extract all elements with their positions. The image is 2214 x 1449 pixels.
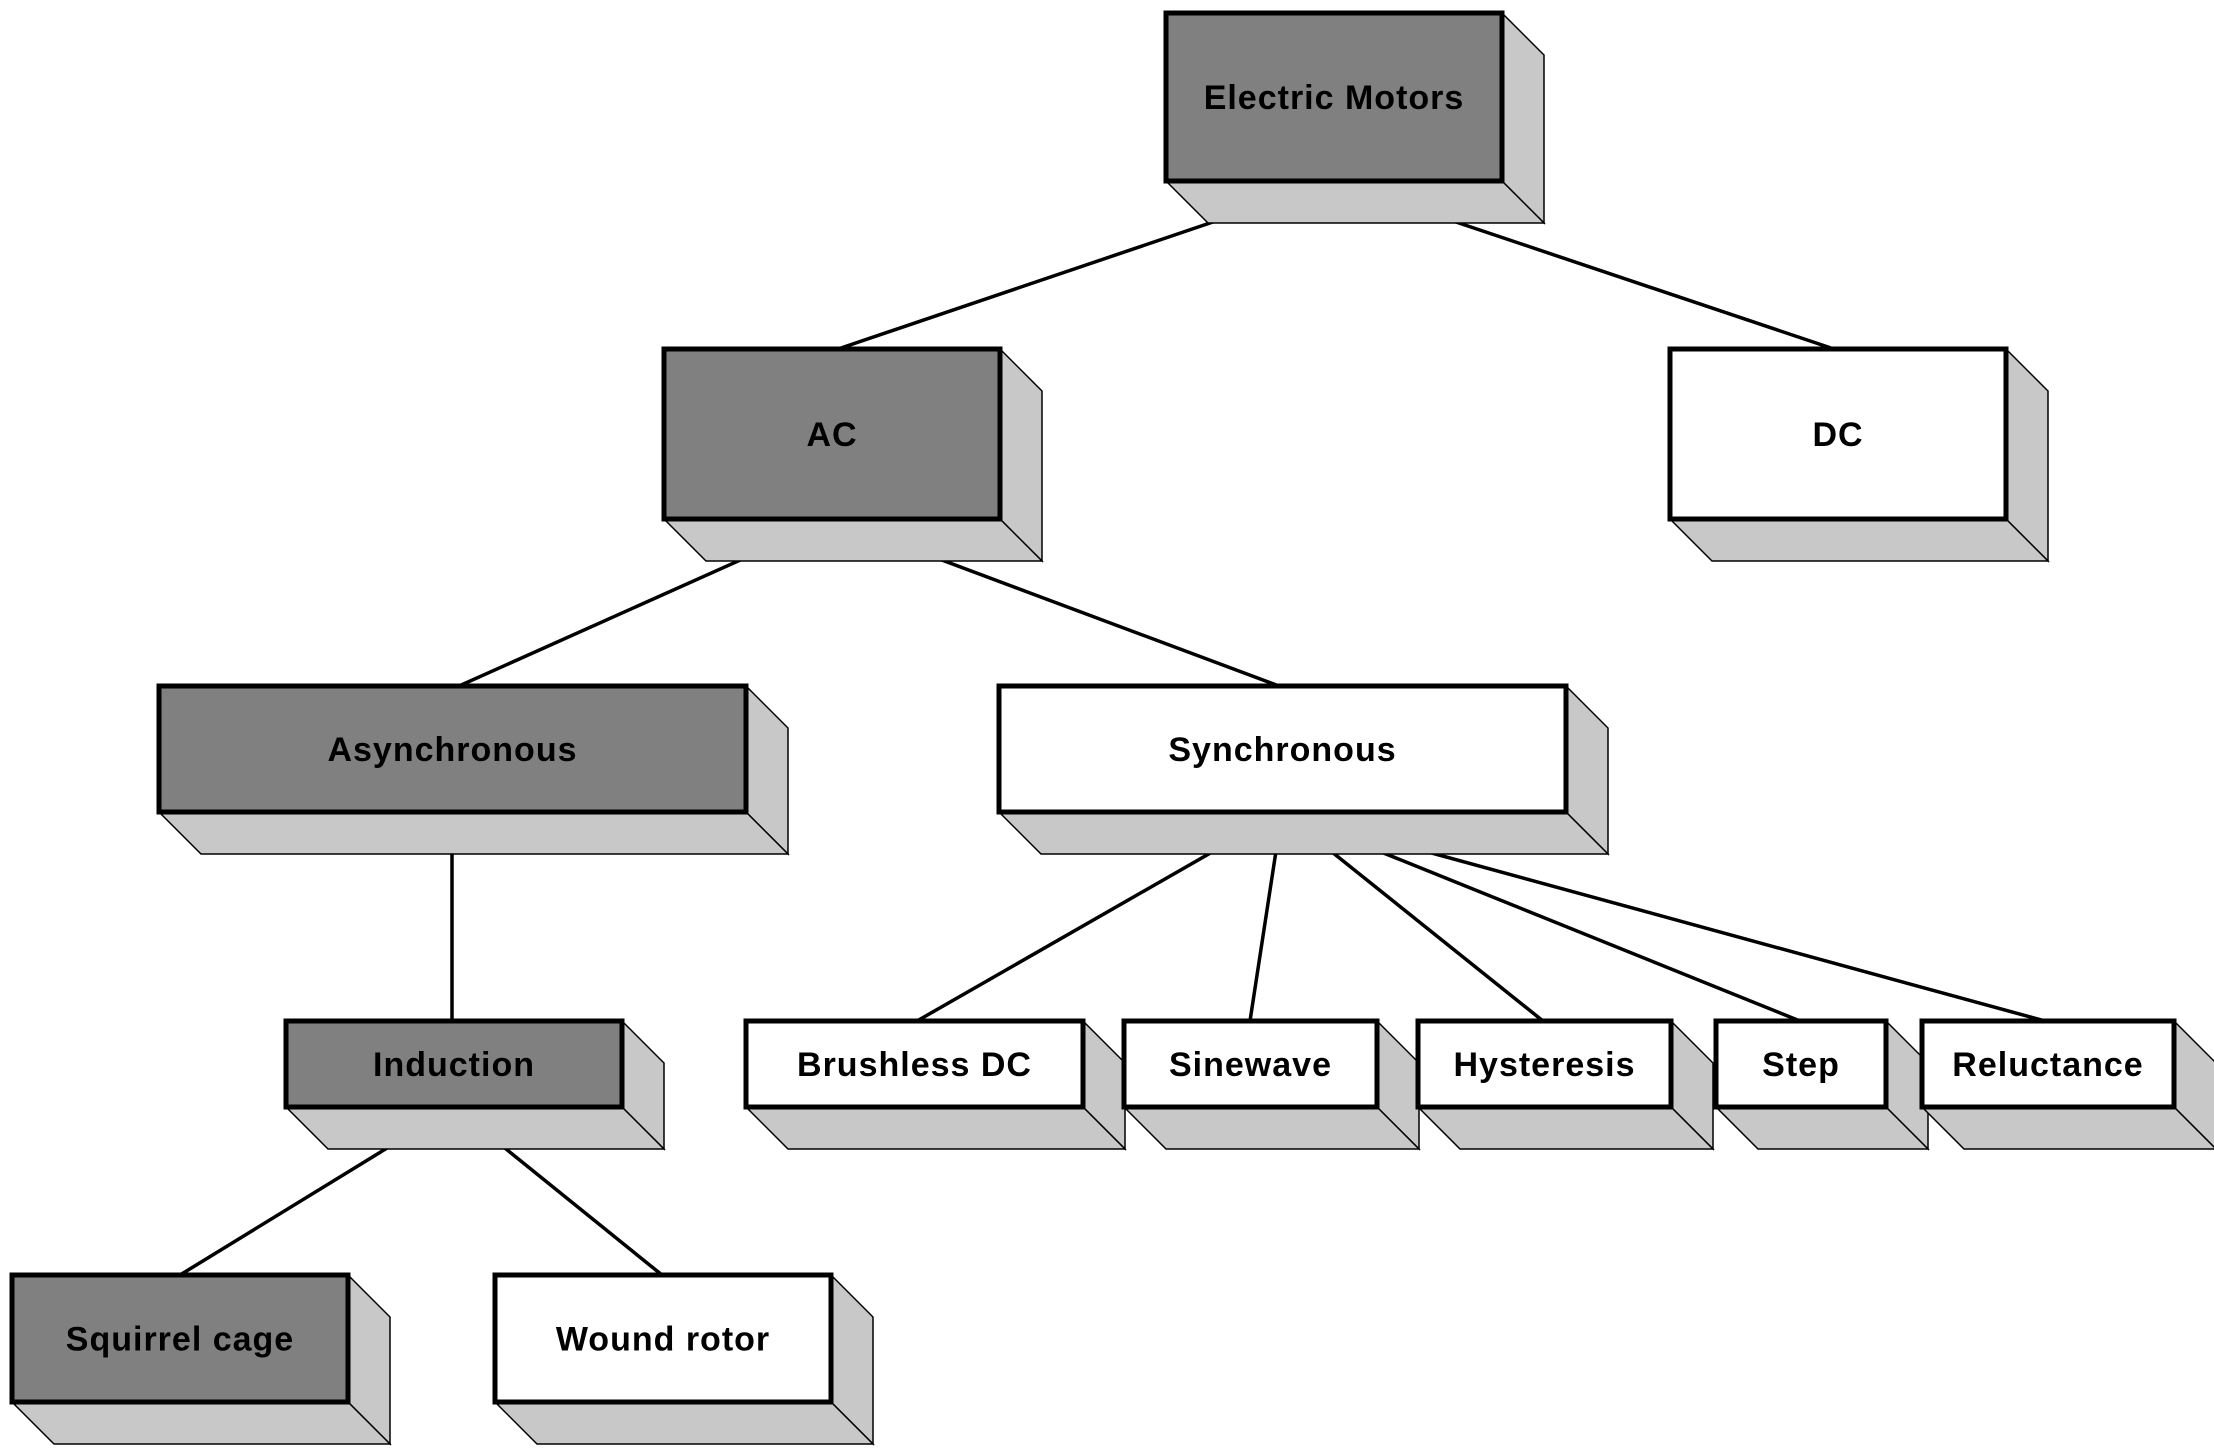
node-synchronous-bottom-face bbox=[997, 811, 1610, 855]
node-hysteresis: Hysteresis bbox=[1415, 1018, 1715, 1151]
node-wound-rotor-bottom-face bbox=[493, 1401, 875, 1445]
node-squirrel-cage: Squirrel cage bbox=[9, 1272, 392, 1446]
node-asynchronous-label: Asynchronous bbox=[327, 731, 577, 769]
node-squirrel-cage-label: Squirrel cage bbox=[66, 1321, 294, 1359]
node-induction-label: Induction bbox=[373, 1046, 535, 1084]
node-sinewave: Sinewave bbox=[1121, 1018, 1421, 1151]
node-squirrel-cage-box bbox=[9, 1272, 351, 1405]
node-step-label: Step bbox=[1762, 1046, 1840, 1084]
node-brushless-dc-label: Brushless DC bbox=[797, 1046, 1032, 1084]
node-synchronous-box bbox=[996, 683, 1569, 815]
node-reluctance-label: Reluctance bbox=[1952, 1046, 2143, 1084]
node-asynchronous: Asynchronous bbox=[156, 683, 790, 856]
node-hysteresis-label: Hysteresis bbox=[1453, 1046, 1635, 1084]
node-ac-bottom-face bbox=[662, 518, 1044, 562]
node-reluctance: Reluctance bbox=[1919, 1018, 2214, 1150]
node-synchronous-label: Synchronous bbox=[1168, 731, 1396, 769]
node-wound-rotor-label: Wound rotor bbox=[556, 1321, 770, 1359]
node-sinewave-bottom-face bbox=[1122, 1106, 1421, 1150]
node-asynchronous-bottom-face bbox=[157, 811, 790, 855]
node-hysteresis-bottom-face bbox=[1416, 1106, 1715, 1150]
node-dc-label: DC bbox=[1812, 416, 1863, 454]
node-sinewave-box bbox=[1121, 1018, 1380, 1110]
node-dc-box bbox=[1667, 346, 2009, 522]
node-synchronous: Synchronous bbox=[996, 683, 1610, 856]
node-wound-rotor: Wound rotor bbox=[492, 1272, 875, 1446]
node-step: Step bbox=[1713, 1018, 1930, 1151]
node-squirrel-cage-bottom-face bbox=[10, 1401, 392, 1445]
node-brushless-dc-box bbox=[743, 1018, 1086, 1110]
node-induction: Induction bbox=[283, 1018, 666, 1151]
node-reluctance-box bbox=[1919, 1018, 2177, 1110]
node-ac-label: AC bbox=[806, 416, 857, 454]
node-hysteresis-box bbox=[1415, 1018, 1674, 1110]
node-ac-box bbox=[661, 346, 1003, 522]
node-electric-motors-bottom-face bbox=[1164, 180, 1546, 224]
node-brushless-dc-bottom-face bbox=[744, 1106, 1127, 1150]
node-sinewave-label: Sinewave bbox=[1169, 1046, 1332, 1084]
node-electric-motors: Electric Motors bbox=[1163, 10, 1546, 225]
node-electric-motors-label: Electric Motors bbox=[1204, 79, 1465, 117]
node-brushless-dc: Brushless DC bbox=[743, 1018, 1127, 1151]
node-induction-bottom-face bbox=[284, 1106, 666, 1150]
node-reluctance-bottom-face bbox=[1920, 1106, 2214, 1150]
node-electric-motors-box bbox=[1163, 10, 1505, 184]
node-step-box bbox=[1713, 1018, 1889, 1110]
node-asynchronous-box bbox=[156, 683, 749, 815]
node-ac: AC bbox=[661, 346, 1044, 563]
node-dc-bottom-face bbox=[1668, 518, 2050, 562]
node-dc: DC bbox=[1667, 346, 2050, 563]
node-induction-box bbox=[283, 1018, 625, 1110]
node-wound-rotor-box bbox=[492, 1272, 834, 1405]
